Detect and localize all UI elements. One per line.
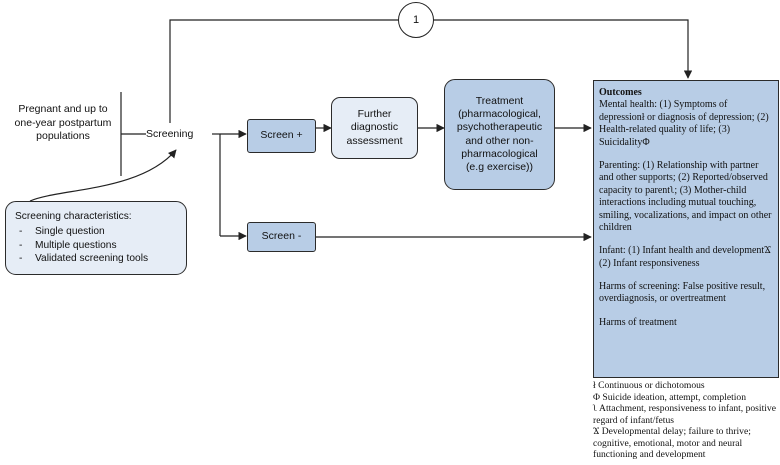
outcome-harms-screening: Harms of screening: False positive resul…: [599, 281, 766, 305]
further-assessment-label: Further diagnostic assessment: [346, 108, 403, 147]
treatment-label: Treatment (pharmacological, psychotherap…: [456, 95, 543, 173]
footnotes: ł Continuous or dichotomous Φ Suicide id…: [593, 380, 780, 461]
population-label: Pregnant and up to one-year postpartum p…: [14, 103, 112, 143]
footnote: Φ Suicide ideation, attempt, completion: [593, 391, 747, 403]
list-item: Multiple questions: [15, 239, 177, 253]
list-item: Single question: [15, 225, 177, 239]
treatment-box: Treatment (pharmacological, psychotherap…: [444, 79, 555, 190]
outcome-parenting: Parenting: (1) Relationship with partner…: [599, 159, 772, 233]
outcome-harms-treatment: Harms of treatment: [599, 316, 677, 328]
screening-label: Screening: [146, 128, 194, 140]
footnote: ʅ Attachment, responsiveness to infant, …: [593, 403, 776, 426]
screen-positive-label: Screen +: [260, 129, 303, 142]
screening-characteristics-title: Screening characteristics:: [15, 211, 132, 222]
outcomes-box: Outcomes Mental health: (1) Symptoms of …: [593, 80, 779, 378]
further-assessment-box: Further diagnostic assessment: [331, 97, 418, 159]
screening-characteristics-box: Screening characteristics: Single questi…: [5, 201, 187, 275]
screen-negative-label: Screen -: [261, 230, 302, 243]
key-question-1-circle: 1: [398, 2, 434, 38]
screen-negative-box: Screen -: [247, 222, 316, 252]
screen-positive-box: Screen +: [247, 119, 316, 153]
outcomes-title: Outcomes: [599, 87, 642, 98]
list-item: Validated screening tools: [15, 252, 177, 266]
outcome-infant: Infant: (1) Infant health and developmen…: [599, 245, 771, 269]
footnote: Ϫ Developmental delay; failure to thrive…: [593, 426, 751, 460]
key-question-1-label: 1: [412, 14, 420, 26]
screening-characteristics-list: Single question Multiple questions Valid…: [15, 225, 177, 265]
outcome-mental-health: Mental health: (1) Symptoms of depressio…: [599, 99, 769, 148]
footnote: ł Continuous or dichotomous: [593, 380, 705, 391]
arrow-characteristics-to-screening: [29, 149, 177, 202]
